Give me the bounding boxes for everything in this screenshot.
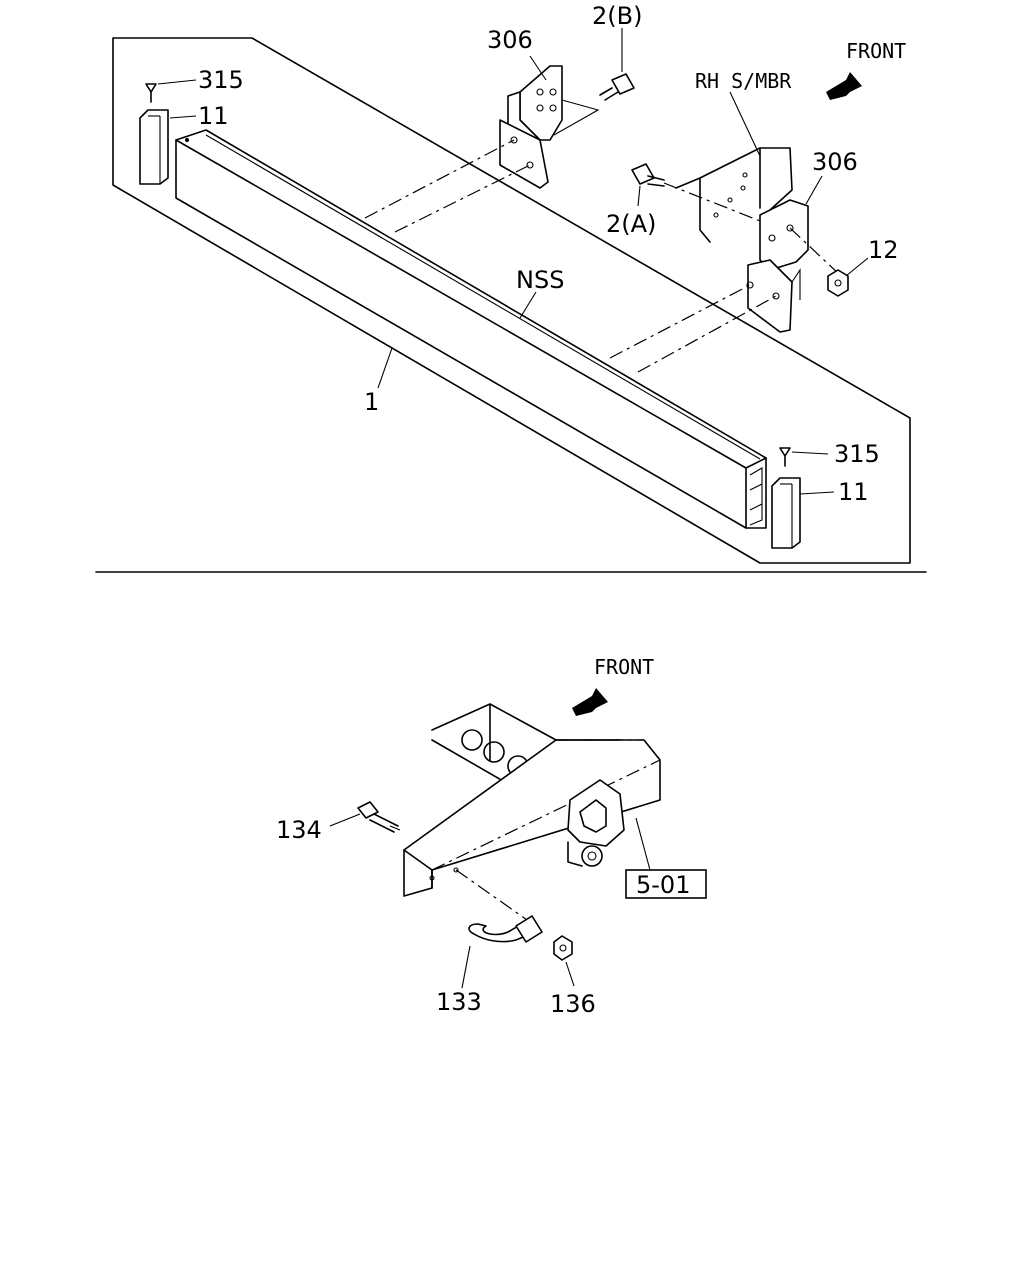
bolt-2a [631,163,665,187]
label-11-top: 11 [198,102,229,130]
cap-11-bottom [771,477,801,549]
label-133: 133 [436,988,482,1016]
label-nss: NSS [516,266,564,294]
screw-315-bottom [779,447,791,467]
tow-hook-133 [468,915,543,943]
label-136: 136 [550,990,596,1018]
bracket-306-right [746,199,841,333]
label-306-left: 306 [487,26,533,54]
label-rh-smbr: RH S/MBR [695,69,792,93]
cross-member [175,129,767,529]
label-12: 12 [868,236,899,264]
screw-315-top [145,83,157,103]
top-assembly [112,28,911,564]
bolt-134 [357,801,401,833]
front-arrow-bottom [572,688,608,716]
label-306-right: 306 [812,148,858,176]
label-2a: 2(A) [606,210,656,238]
label-ref-box: 5-01 [636,871,690,899]
bottom-assembly [329,688,661,989]
label-315-top: 315 [198,66,244,94]
nut-12 [827,269,849,297]
label-2b: 2(B) [592,2,642,30]
nut-136 [553,935,573,961]
label-11-bottom: 11 [838,478,869,506]
label-1: 1 [364,388,379,416]
label-front-bottom: FRONT [594,655,654,679]
label-front-top: FRONT [846,39,906,63]
label-315-bottom: 315 [834,440,880,468]
assembly-boundary [112,37,911,564]
reference-box[interactable] [625,869,707,899]
label-134: 134 [276,816,322,844]
bracket-306-left [499,65,600,189]
rh-side-member [675,147,793,243]
front-arrow-top [826,72,862,100]
tow-bracket [567,779,625,867]
cap-11-top [139,109,169,185]
bolt-2b [599,73,635,101]
